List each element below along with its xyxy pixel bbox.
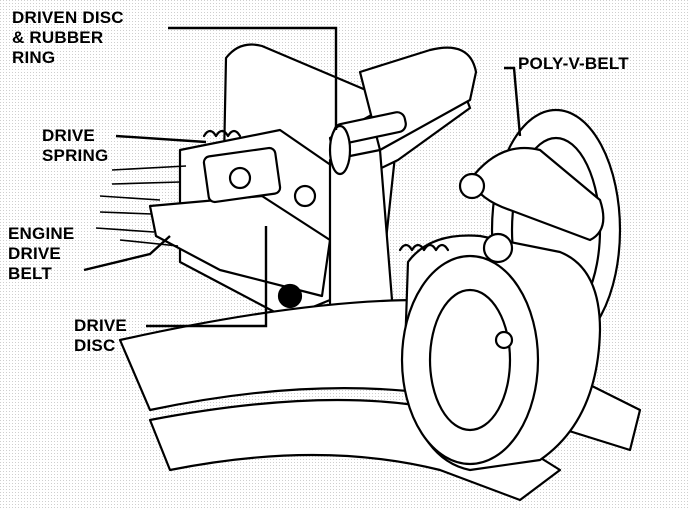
- label-line: BELT: [8, 264, 52, 283]
- label-line: DRIVE: [8, 244, 61, 263]
- drive-spring-coil: [398, 243, 450, 252]
- label-line: DISC: [74, 336, 116, 355]
- driven-disc-rim: [328, 124, 352, 176]
- leader-drive-spring: [115, 134, 207, 144]
- label-line: DRIVE: [42, 126, 95, 145]
- label-poly-v-belt: POLY-V-BELT: [518, 54, 629, 74]
- label-drive-spring: DRIVE SPRING: [42, 126, 108, 166]
- label-drive-disc: DRIVE DISC: [74, 316, 127, 356]
- label-line: DRIVE: [74, 316, 127, 335]
- leader-drive-disc: [146, 226, 268, 328]
- label-line: RING: [12, 48, 56, 67]
- label-line: & RUBBER: [12, 28, 104, 47]
- leader-engine-drive-belt: [83, 235, 171, 272]
- label-line: SPRING: [42, 146, 109, 165]
- motion-lines: [95, 165, 187, 247]
- leader-lines: [83, 26, 522, 328]
- label-line: ENGINE: [8, 224, 75, 243]
- drive-disc-face: [400, 254, 540, 466]
- leader-poly-v-belt: [504, 66, 522, 137]
- poly-v-belt-loop: [468, 146, 605, 242]
- label-driven-disc: DRIVEN DISC & RUBBER RING: [12, 8, 124, 68]
- label-engine-drive-belt: ENGINE DRIVE BELT: [8, 224, 74, 284]
- label-line: POLY-V-BELT: [518, 54, 629, 73]
- leader-driven-disc: [168, 26, 338, 130]
- label-line: DRIVEN DISC: [12, 8, 124, 27]
